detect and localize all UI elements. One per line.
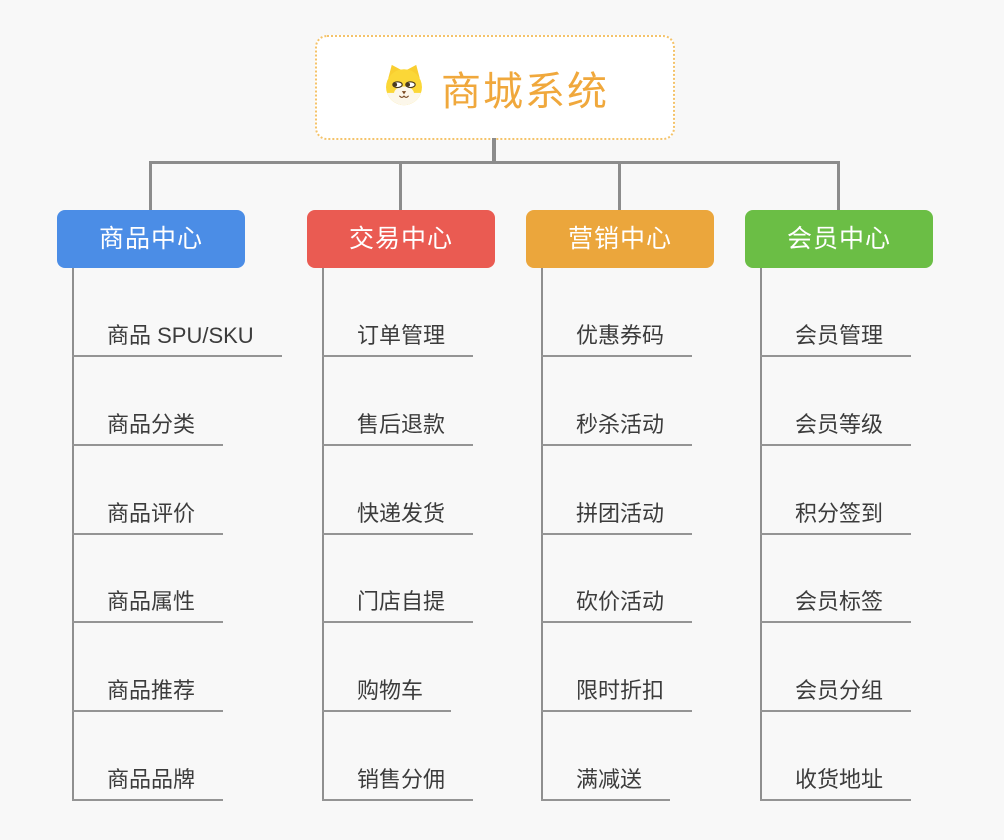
leaf-node[interactable]: 售后退款 bbox=[322, 410, 474, 446]
connector-drop-trade bbox=[399, 161, 402, 210]
leaf-node[interactable]: 商品 SPU/SKU bbox=[72, 321, 282, 357]
branch-node-product-center[interactable]: 商品中心 bbox=[57, 210, 245, 268]
leaf-node[interactable]: 快递发货 bbox=[322, 499, 474, 535]
leaf-node[interactable]: 拼团活动 bbox=[541, 499, 693, 535]
leaf-node[interactable]: 积分签到 bbox=[760, 499, 912, 535]
leaf-node[interactable]: 会员管理 bbox=[760, 321, 912, 357]
leaf-node[interactable]: 限时折扣 bbox=[541, 676, 693, 712]
leaf-node[interactable]: 秒杀活动 bbox=[541, 410, 693, 446]
leaf-node[interactable]: 会员分组 bbox=[760, 676, 912, 712]
leaf-node[interactable]: 会员等级 bbox=[760, 410, 912, 446]
branch-node-marketing-center[interactable]: 营销中心 bbox=[526, 210, 714, 268]
root-node[interactable]: 商城系统 bbox=[315, 35, 675, 140]
leaf-node[interactable]: 销售分佣 bbox=[322, 765, 474, 801]
dog-icon bbox=[381, 62, 427, 113]
leaf-node[interactable]: 商品属性 bbox=[72, 587, 224, 623]
leaf-node[interactable]: 商品品牌 bbox=[72, 765, 224, 801]
leaf-node[interactable]: 门店自提 bbox=[322, 587, 474, 623]
leaf-node[interactable]: 收货地址 bbox=[760, 765, 912, 801]
leaf-node[interactable]: 砍价活动 bbox=[541, 587, 693, 623]
leaf-node[interactable]: 商品评价 bbox=[72, 499, 224, 535]
branch-node-member-center[interactable]: 会员中心 bbox=[745, 210, 933, 268]
connector-branch-rail bbox=[149, 161, 840, 164]
root-title: 商城系统 bbox=[441, 69, 609, 114]
leaf-node[interactable]: 商品分类 bbox=[72, 410, 224, 446]
leaf-node[interactable]: 订单管理 bbox=[322, 321, 474, 357]
leaf-node[interactable]: 会员标签 bbox=[760, 587, 912, 623]
leaf-node[interactable]: 满减送 bbox=[541, 765, 671, 801]
leaf-node[interactable]: 优惠券码 bbox=[541, 321, 693, 357]
connector-drop-members bbox=[837, 161, 840, 210]
connector-drop-products bbox=[149, 161, 152, 210]
connector-root-stem bbox=[492, 138, 496, 164]
branch-node-trade-center[interactable]: 交易中心 bbox=[307, 210, 495, 268]
leaf-node[interactable]: 购物车 bbox=[322, 676, 452, 712]
connector-drop-marketing bbox=[618, 161, 621, 210]
leaf-node[interactable]: 商品推荐 bbox=[72, 676, 224, 712]
